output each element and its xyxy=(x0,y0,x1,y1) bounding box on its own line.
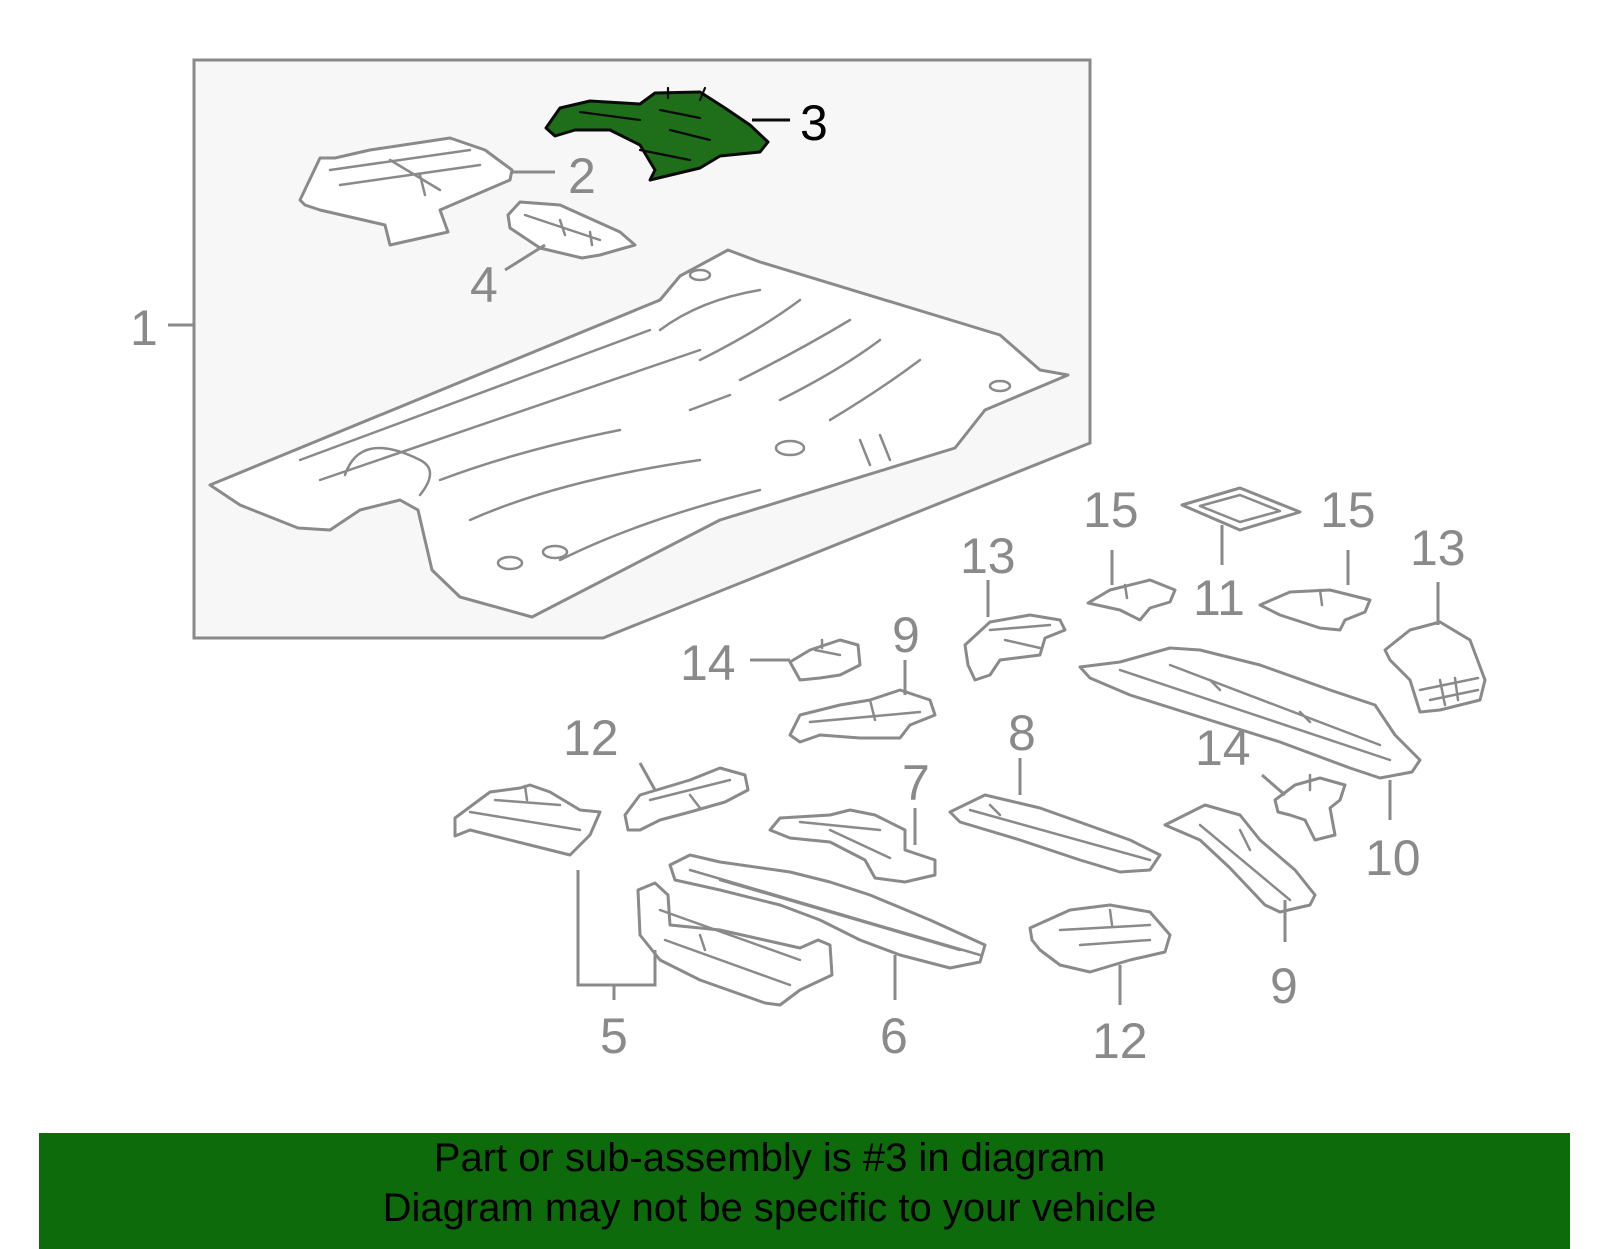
callout-10: 10 xyxy=(1365,830,1421,886)
info-banner: Part or sub-assembly is #3 in diagram Di… xyxy=(39,1133,1570,1249)
part-13-left-bracket[interactable] xyxy=(963,613,1067,682)
callout-2: 2 xyxy=(568,148,596,204)
banner-line-2: Diagram may not be specific to your vehi… xyxy=(382,1186,1157,1230)
callout-labels: 1 2 3 4 5 6 7 8 9 9 10 11 12 12 13 13 14… xyxy=(130,95,1466,1069)
callout-14-left: 14 xyxy=(680,635,736,691)
callout-14-right: 14 xyxy=(1195,720,1251,776)
callout-15-right: 15 xyxy=(1320,482,1376,538)
part-6-rail[interactable] xyxy=(668,853,987,970)
callout-9-upper: 9 xyxy=(892,607,920,663)
part-3-highlighted-bracket[interactable] xyxy=(544,86,770,182)
part-14-left-bracket[interactable] xyxy=(788,638,862,682)
part-1-floor-pan[interactable] xyxy=(208,248,1070,619)
part-4-bracket[interactable] xyxy=(506,200,637,260)
callout-4: 4 xyxy=(470,257,498,313)
callout-5: 5 xyxy=(600,1008,628,1064)
callout-13-left: 13 xyxy=(960,528,1016,584)
part-8-rail[interactable] xyxy=(948,793,1162,874)
part-11-plate[interactable] xyxy=(1180,486,1302,532)
part-10-crossmember[interactable] xyxy=(1078,646,1422,780)
part-15-left-plate[interactable] xyxy=(1086,578,1177,622)
part-13-right-bracket[interactable] xyxy=(1383,620,1487,714)
part-7-crossmember[interactable] xyxy=(768,808,937,884)
part-5-lower-rail[interactable] xyxy=(636,881,834,1007)
callout-9-lower: 9 xyxy=(1270,958,1298,1014)
leader-lines xyxy=(168,118,1440,1005)
part-9-upper-bracket[interactable] xyxy=(788,688,937,744)
part-12-lower-bracket[interactable] xyxy=(1028,903,1172,974)
callout-8: 8 xyxy=(1008,705,1036,761)
part-14-right-bracket[interactable] xyxy=(1273,773,1347,842)
callout-3: 3 xyxy=(800,95,828,151)
part-12-upper-bracket[interactable] xyxy=(623,766,750,832)
callout-11: 11 xyxy=(1193,570,1245,626)
part-5-left-rail[interactable] xyxy=(453,783,602,857)
callout-6: 6 xyxy=(880,1008,908,1064)
part-9-lower-bracket[interactable] xyxy=(1163,803,1317,914)
callout-13-right: 13 xyxy=(1410,520,1466,576)
part-15-right-plate[interactable] xyxy=(1258,588,1372,632)
banner-line-1: Part or sub-assembly is #3 in diagram xyxy=(433,1136,1106,1180)
part-2-bracket[interactable] xyxy=(298,136,514,247)
callout-12-upper: 12 xyxy=(563,710,619,766)
callout-7: 7 xyxy=(902,755,930,811)
callout-1: 1 xyxy=(130,300,158,356)
callout-15-left: 15 xyxy=(1083,482,1139,538)
callout-12-lower: 12 xyxy=(1092,1013,1148,1069)
